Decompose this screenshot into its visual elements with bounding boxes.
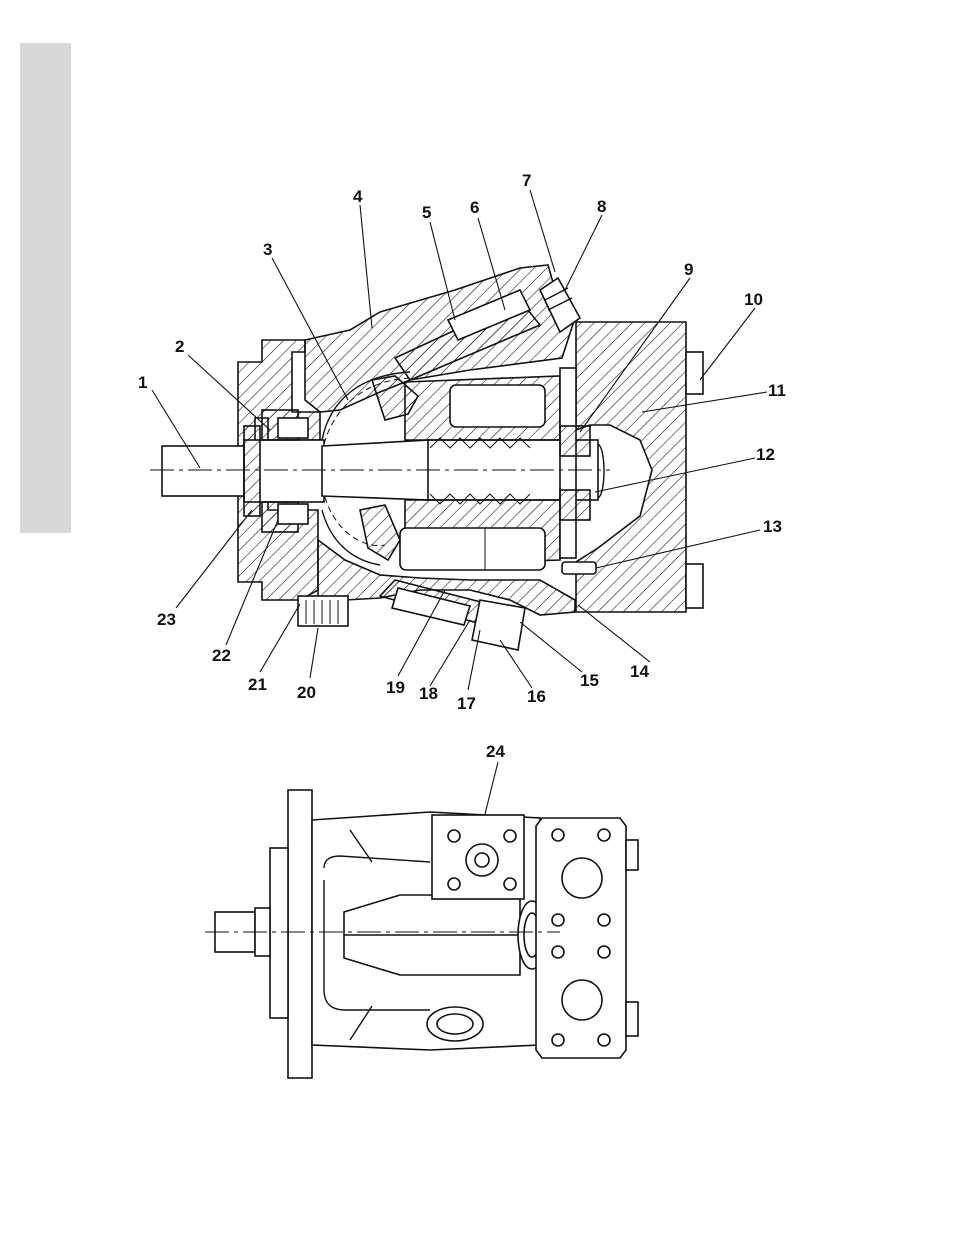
callout-17: 17 <box>457 694 476 713</box>
shaft-end <box>162 446 244 496</box>
ext-plate-boss-bottom <box>626 1002 638 1036</box>
callout-10: 10 <box>744 290 763 309</box>
callout-21: 21 <box>248 675 267 694</box>
shaft-seal <box>244 426 260 516</box>
callout-12: 12 <box>756 445 775 464</box>
ext-port-a <box>562 858 602 898</box>
callout-20: 20 <box>297 683 316 702</box>
ext-port-plate <box>536 818 626 1058</box>
port-plate-boss-top <box>686 352 703 394</box>
callout-7: 7 <box>522 171 531 190</box>
callout-23: 23 <box>157 610 176 629</box>
locating-pin <box>562 562 596 574</box>
shaft-taper <box>322 440 430 500</box>
ext-plate-boss-top <box>626 840 638 870</box>
callout-24: 24 <box>486 742 505 761</box>
callout-2: 2 <box>175 337 184 356</box>
callout-19: 19 <box>386 678 405 697</box>
exterior-view: 24 <box>205 742 638 1078</box>
callout-5: 5 <box>422 203 431 222</box>
ext-plate-bolt-4 <box>598 914 610 926</box>
ext-plate-bolt-3 <box>552 914 564 926</box>
pilot-ring <box>270 848 288 1018</box>
rear-bearing-bottom <box>560 490 590 520</box>
callout-16: 16 <box>527 687 546 706</box>
piston-upper <box>450 385 545 427</box>
ext-plate-bolt-8 <box>598 1034 610 1046</box>
callout-11: 11 <box>768 381 786 400</box>
ext-case-port-inner <box>437 1014 473 1034</box>
retainer-lower <box>360 505 400 560</box>
ext-plate-bolt-7 <box>552 1034 564 1046</box>
callout-1: 1 <box>138 373 147 392</box>
callout-15: 15 <box>580 671 599 690</box>
callout-4: 4 <box>353 187 363 206</box>
callout-6: 6 <box>470 198 479 217</box>
callout-13: 13 <box>763 517 782 536</box>
valve-bolt-2 <box>504 830 516 842</box>
mounting-flange <box>288 790 312 1078</box>
valve-bolt-4 <box>504 878 516 890</box>
valve-plate <box>560 368 576 558</box>
ext-plate-bolt-6 <box>598 946 610 958</box>
valve-bolt-3 <box>448 878 460 890</box>
ext-plate-bolt-2 <box>598 829 610 841</box>
callout-9: 9 <box>684 260 693 279</box>
ext-plate-bolt-5 <box>552 946 564 958</box>
valve-port-inner <box>475 853 489 867</box>
callout-18: 18 <box>419 684 438 703</box>
sectional-view: 1 2 3 4 5 6 7 8 9 10 11 12 13 14 15 16 1… <box>138 171 786 850</box>
front-roller-bottom <box>278 504 308 524</box>
callout-3: 3 <box>263 240 272 259</box>
front-roller-top <box>278 418 308 438</box>
ext-plate-bolt-1 <box>552 829 564 841</box>
control-cap-lower <box>472 600 525 650</box>
rear-bearing-top <box>560 426 590 456</box>
callout-22: 22 <box>212 646 231 665</box>
callout-8: 8 <box>597 197 606 216</box>
callout-14: 14 <box>630 662 649 681</box>
valve-bolt-1 <box>448 830 460 842</box>
port-plate-boss-bottom <box>686 564 703 608</box>
ext-port-b <box>562 980 602 1020</box>
piston-lower <box>400 528 545 570</box>
